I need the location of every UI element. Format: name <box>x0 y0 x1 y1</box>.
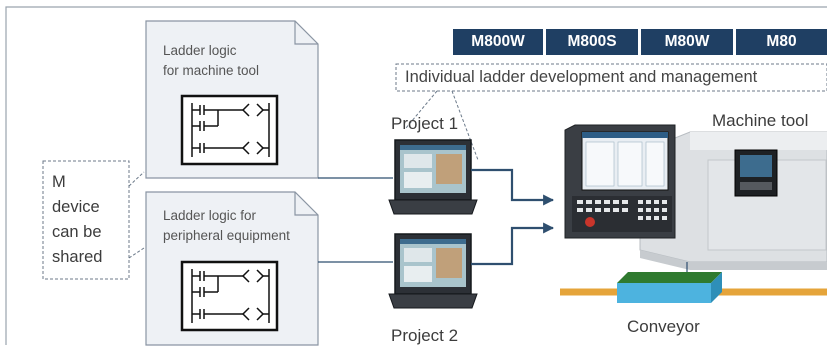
callout-pointer <box>405 90 479 161</box>
badge-m80: M80 <box>736 29 827 55</box>
conveyor-unit <box>617 272 722 303</box>
doc-machine-tool-line-1: Ladder logic <box>163 43 237 58</box>
cnc-controller <box>564 124 676 239</box>
m-device-line-3: can be <box>52 223 102 241</box>
doc-machine-tool-title: Ladder logic for machine tool <box>163 41 259 81</box>
doc-machine-tool-fold <box>294 21 318 45</box>
arrow-laptop2-controller <box>471 222 555 266</box>
conveyor-label: Conveyor <box>627 317 700 336</box>
machine-tool <box>639 131 827 270</box>
doc-peripheral-line-1: Ladder logic for <box>163 208 257 223</box>
badge-m80w: M80W <box>641 29 733 55</box>
m-device-connector-bottom <box>128 247 145 259</box>
m-device-connector-top <box>128 171 145 187</box>
m-device-line-1: M <box>52 173 66 191</box>
doc-peripheral-title: Ladder logic for peripheral equipment <box>163 206 290 246</box>
ladder-icon-1 <box>180 94 279 166</box>
project-2-label: Project 2 <box>391 326 459 345</box>
ladder-icon-2 <box>180 260 279 332</box>
doc-peripheral-fold <box>294 192 318 216</box>
callout-box <box>395 63 827 92</box>
doc-machine-tool-line-2: for machine tool <box>163 63 260 78</box>
callout-text: Individual ladder development and manage… <box>405 68 758 86</box>
m-device-box <box>42 160 130 280</box>
frame-border <box>5 6 827 345</box>
laptop-2 <box>388 233 478 309</box>
doc-peripheral-line-2: peripheral equipment <box>163 228 290 243</box>
arrow-laptop1-controller <box>471 168 555 206</box>
m-device-line-2: device <box>52 198 100 216</box>
machine-tool-label: Machine tool <box>712 111 809 130</box>
laptop-1 <box>388 139 478 215</box>
project-1-label: Project 1 <box>391 114 459 133</box>
m-device-line-4: shared <box>52 248 103 266</box>
m-device-label: M device can be shared <box>52 170 102 270</box>
badge-m800s: M800S <box>546 29 638 55</box>
badge-m800w: M800W <box>453 29 543 55</box>
